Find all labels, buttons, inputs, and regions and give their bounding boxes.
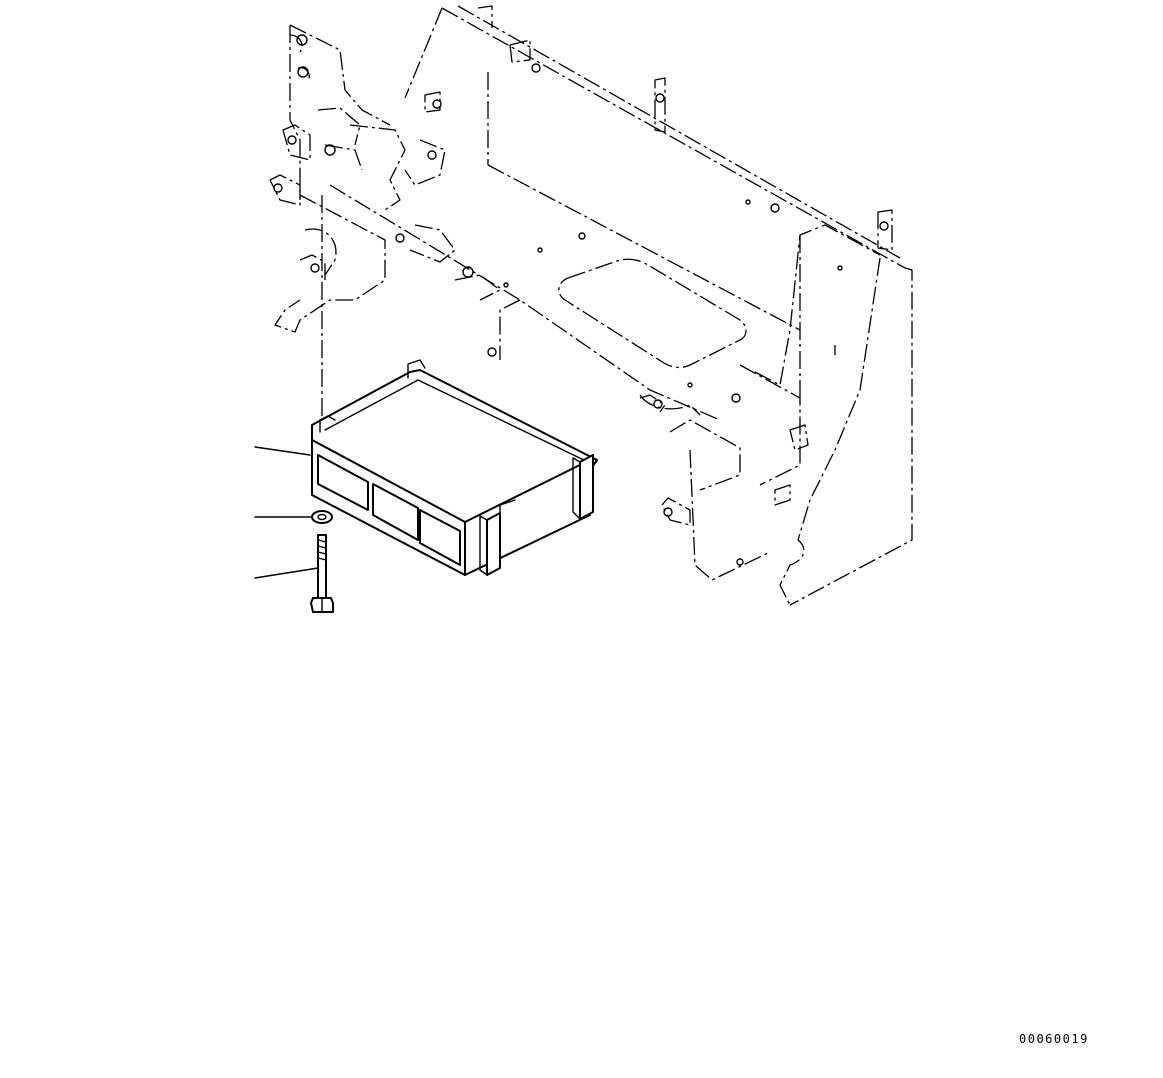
connector-middle [372,483,419,541]
bolt [310,534,334,613]
controller-unit [311,359,598,576]
connector-left [317,454,369,511]
leader-line-bolt [254,567,319,579]
washer [311,510,333,524]
leader-line-controller [254,446,311,456]
connector-right [419,509,461,566]
drawing-number: 00060019 [1019,1032,1089,1046]
mounting-bracket-phantom [269,5,913,606]
